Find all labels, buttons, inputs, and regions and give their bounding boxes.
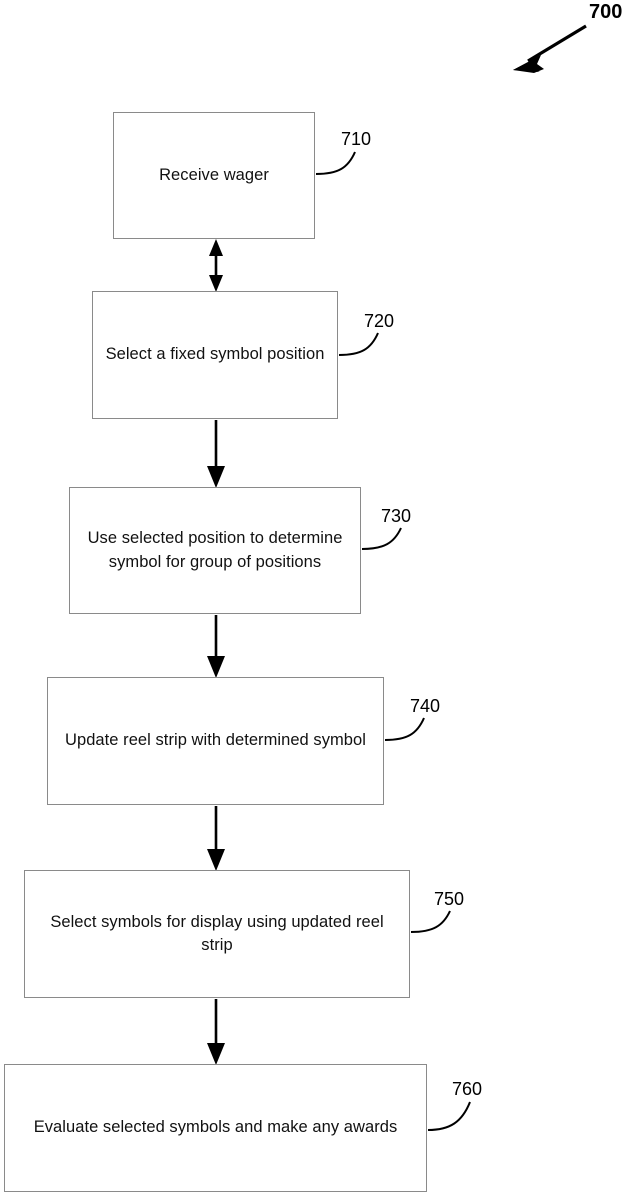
reference-numeral-760: 760 <box>452 1079 483 1099</box>
figure-number-700: 700 <box>589 1 623 23</box>
process-box-750-label: Select symbols for display using updated… <box>50 912 384 954</box>
process-box-740-label: Update reel strip with determined symbol <box>65 731 366 750</box>
reference-numeral-750: 750 <box>434 889 465 909</box>
connector-730-740 <box>207 615 225 678</box>
reference-numeral-730: 730 <box>381 506 412 526</box>
figure-pointer-arrow <box>513 24 587 73</box>
connector-740-750 <box>207 806 225 871</box>
reference-numeral-720: 720 <box>364 311 395 331</box>
process-box-710-label: Receive wager <box>159 165 269 184</box>
leader-line-750 <box>410 910 451 933</box>
leader-line-730 <box>361 527 402 550</box>
process-box-760[interactable]: Evaluate selected symbols and make any a… <box>4 1064 427 1192</box>
leader-line-720 <box>338 332 379 356</box>
connector-720-730 <box>207 420 225 488</box>
process-box-730-label: Use selected position to determine symbo… <box>87 529 343 571</box>
connector-710-720 <box>209 239 223 292</box>
process-box-710[interactable]: Receive wager <box>113 112 315 239</box>
leader-line-710 <box>315 151 356 175</box>
connector-750-760 <box>207 999 225 1065</box>
reference-numeral-710: 710 <box>341 129 372 149</box>
process-box-730[interactable]: Use selected position to determine symbo… <box>69 487 361 614</box>
process-box-750[interactable]: Select symbols for display using updated… <box>24 870 410 998</box>
process-box-720[interactable]: Select a fixed symbol position <box>92 291 338 419</box>
leader-line-740 <box>384 717 425 741</box>
reference-numeral-740: 740 <box>410 696 441 716</box>
leader-line-760 <box>427 1101 471 1131</box>
process-box-760-label: Evaluate selected symbols and make any a… <box>33 1118 398 1137</box>
process-box-720-label: Select a fixed symbol position <box>105 345 325 364</box>
process-box-740[interactable]: Update reel strip with determined symbol <box>47 677 384 805</box>
